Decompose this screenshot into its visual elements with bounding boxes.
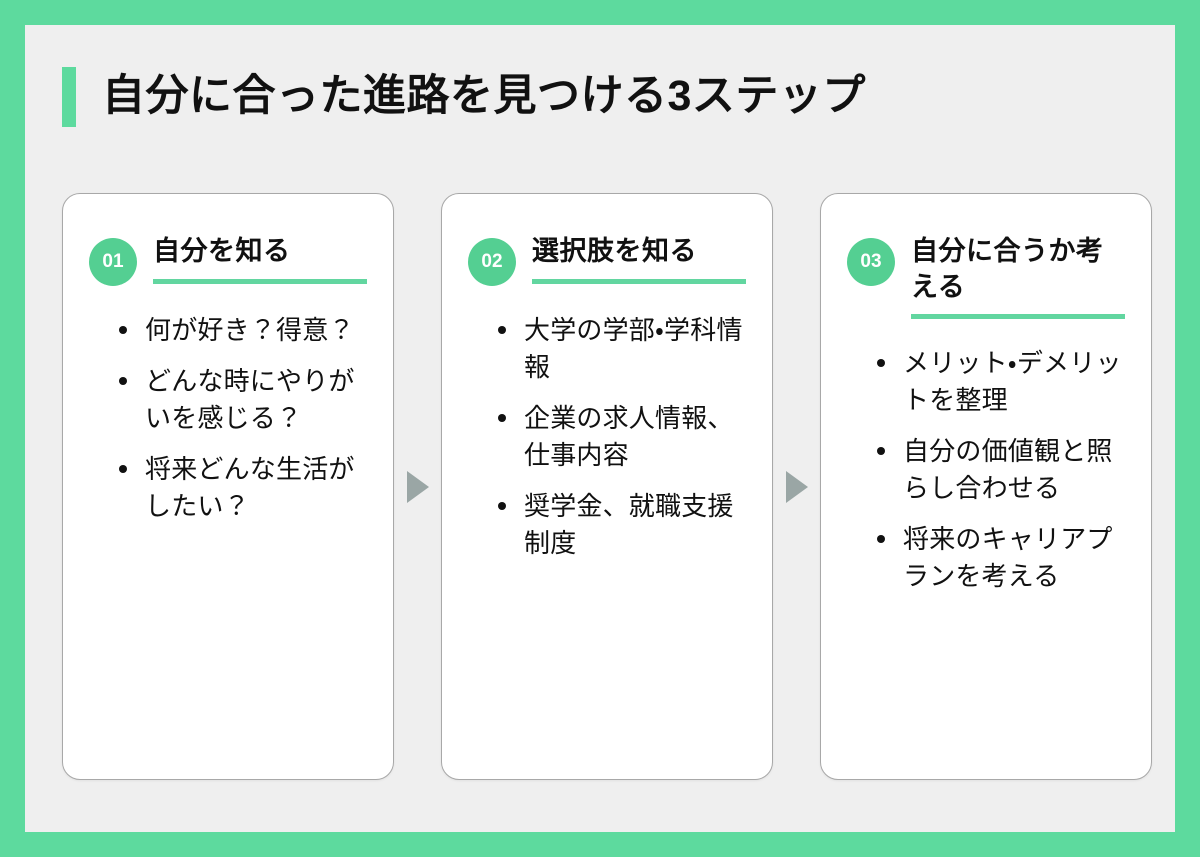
step-bullet-list: 大学の学部・学科情報 企業の求人情報、仕事内容 奨学金、就職支援制度 (468, 312, 746, 561)
step-card-01[interactable]: 01 自分を知る 何が好き？得意？ どんな時にやりがいを感じる？ 将来どんな生活… (62, 193, 394, 780)
step-title: 自分を知る (153, 236, 291, 266)
arrow-right-icon (785, 470, 808, 503)
step-card-02[interactable]: 02 選択肢を知る 大学の学部・学科情報 企業の求人情報、仕事内容 奨学金、就職… (441, 193, 773, 780)
list-item: 何が好き？得意？ (119, 312, 367, 349)
list-item: メリット・デメリットを整理 (877, 345, 1125, 419)
step-card-03[interactable]: 03 自分に合うか考える メリット・デメリットを整理 自分の価値観と照らし合わせ… (820, 193, 1152, 780)
list-item: 将来のキャリアプランを考える (877, 521, 1125, 595)
title-accent-bar (62, 67, 76, 127)
step-title-underline (532, 278, 746, 284)
step-card-header: 03 自分に合うか考える (847, 234, 1125, 320)
step-heading-wrap: 自分に合うか考える (911, 234, 1125, 320)
step-connector-1 (394, 193, 441, 780)
step-title: 選択肢を知る (532, 236, 697, 266)
list-item: 奨学金、就職支援制度 (498, 488, 746, 562)
step-card-header: 01 自分を知る (89, 234, 367, 286)
step-title: 自分に合うか考える (911, 236, 1104, 302)
page-title: 自分に合った進路を見つける3ステップ (102, 72, 866, 121)
list-item: 将来どんな生活がしたい？ (119, 451, 367, 525)
list-item: どんな時にやりがいを感じる？ (119, 363, 367, 437)
step-number-badge: 01 (89, 238, 137, 286)
step-card-header: 02 選択肢を知る (468, 234, 746, 286)
step-number-badge: 02 (468, 238, 516, 286)
step-heading-wrap: 自分を知る (153, 234, 367, 284)
step-heading-wrap: 選択肢を知る (532, 234, 746, 284)
step-bullet-list: 何が好き？得意？ どんな時にやりがいを感じる？ 将来どんな生活がしたい？ (89, 312, 367, 525)
steps-row: 01 自分を知る 何が好き？得意？ どんな時にやりがいを感じる？ 将来どんな生活… (62, 193, 1152, 780)
step-bullet-list: メリット・デメリットを整理 自分の価値観と照らし合わせる 将来のキャリアプランを… (847, 345, 1125, 594)
list-item: 企業の求人情報、仕事内容 (498, 400, 746, 474)
step-connector-2 (773, 193, 820, 780)
arrow-right-icon (406, 470, 429, 503)
step-title-underline (911, 314, 1125, 320)
step-number-badge: 03 (847, 238, 895, 286)
page-title-row: 自分に合った進路を見つける3ステップ (62, 67, 866, 127)
list-item: 大学の学部・学科情報 (498, 312, 746, 386)
list-item: 自分の価値観と照らし合わせる (877, 433, 1125, 507)
step-title-underline (153, 278, 367, 284)
slide-canvas: 自分に合った進路を見つける3ステップ 01 自分を知る 何が好き？得意？ どんな… (25, 25, 1175, 832)
